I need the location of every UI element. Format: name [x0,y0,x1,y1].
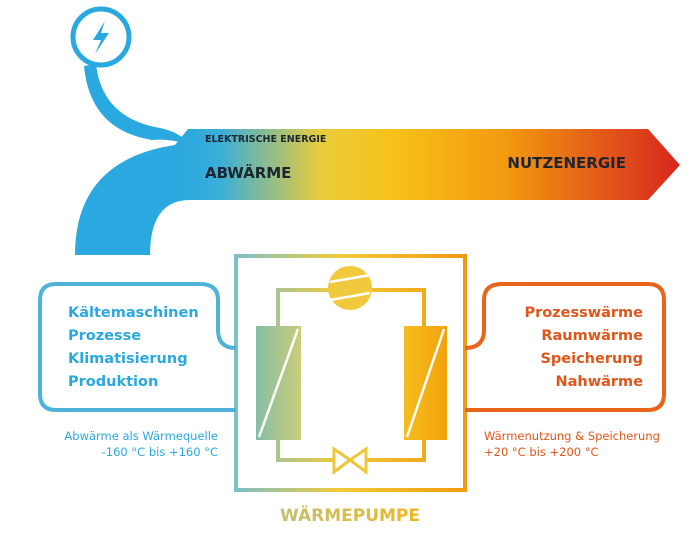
electric-energy-stream [84,64,192,146]
condenser-divider [405,328,446,438]
compressor-icon [328,266,372,310]
useful-energy-label: NUTZENERGIE [507,154,626,172]
heat-source-caption: Abwärme als Wärmequelle [64,429,218,443]
heat-pump-frame [234,254,467,492]
lightning-bolt-icon [93,21,109,54]
heat-sink-range: +20 °C bis +200 °C [484,445,599,459]
list-item: Nahwärme [555,374,643,390]
expansion-valve-icon [332,446,368,475]
heat-sink-caption: Wärmenutzung & Speicherung [484,429,660,443]
heat-sink-box [464,282,666,412]
list-item: Raumwärme [541,328,643,344]
heat-sink-list: Prozesswärme Raumwärme Speicherung Nahwä… [524,305,643,390]
heat-pump: WÄRMEPUMPE [234,254,467,526]
heat-source-range: -160 °C bis +160 °C [102,445,218,459]
heat-source-box [38,282,237,412]
evaporator-divider [257,328,300,438]
list-item: Prozesse [68,328,141,344]
compressor-lines [329,273,371,302]
power-circle [70,6,132,68]
heat-source-list: Kältemaschinen Prozesse Klimatisierung P… [68,305,199,390]
list-item: Speicherung [540,351,643,367]
heat-pump-label: WÄRMEPUMPE [280,504,420,526]
list-item: Prozesswärme [524,305,643,321]
list-item: Produktion [68,374,158,390]
waste-heat-label: ABWÄRME [205,163,291,182]
electric-energy-label: ELEKTRISCHE ENERGIE [205,134,326,145]
power-source [70,6,192,146]
list-item: Klimatisierung [68,351,188,367]
energy-flow-arrow [75,129,680,255]
list-item: Kältemaschinen [68,305,199,321]
